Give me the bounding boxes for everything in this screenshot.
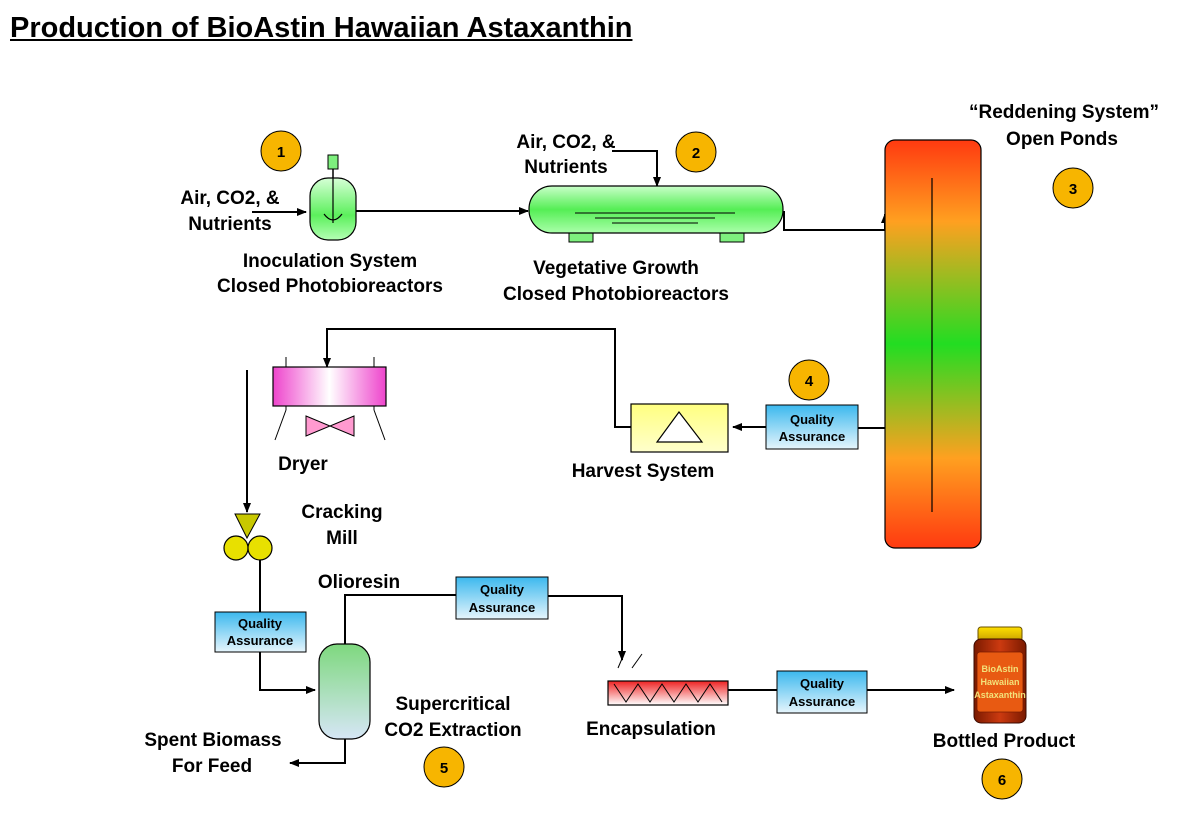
- vegetative-label-line1: Vegetative Growth: [533, 258, 699, 279]
- vegetative-label-line2: Closed Photobioreactors: [503, 284, 729, 305]
- extraction-label-line1: Supercritical: [395, 694, 510, 715]
- inoculation-label-line1: Inoculation System: [243, 251, 417, 272]
- line-extraction-oleoresin: [344, 594, 456, 644]
- arrow-qa-to-encapsulation: [548, 595, 626, 661]
- arrow-harvest-to-dryer: [323, 328, 631, 428]
- bottle-label-line3: Astaxanthin: [974, 690, 1026, 700]
- vegetative-input-line2: Nutrients: [524, 157, 607, 178]
- step-badge-4: 4: [788, 359, 830, 401]
- page-title: Production of BioAstin Hawaiian Astaxant…: [10, 12, 633, 44]
- qa-label-line2: Assurance: [779, 429, 845, 444]
- step-badge-6: 6: [981, 758, 1023, 800]
- qa-label-line1: Quality: [238, 616, 283, 631]
- qa-label-line1: Quality: [480, 582, 525, 597]
- step-badge-1: 1: [260, 130, 302, 172]
- reddening-label-line1: “Reddening System”: [969, 102, 1159, 123]
- dryer-label: Dryer: [278, 454, 328, 475]
- cracking-mill-label-line1: Cracking: [301, 502, 382, 523]
- arrow-vegetative-to-ponds: [782, 211, 889, 231]
- bottle-label-line1: BioAstin: [982, 664, 1019, 674]
- step-badge-3: 3: [1052, 167, 1094, 209]
- encapsulation-label: Encapsulation: [586, 719, 716, 740]
- qa-label-line2: Assurance: [227, 633, 293, 648]
- spent-biomass-label-line1: Spent Biomass: [144, 730, 281, 751]
- input-arrow-vegetative: [612, 150, 661, 187]
- qa-box-harvest: Quality Assurance: [765, 404, 859, 450]
- inoculation-reactor: [309, 154, 357, 241]
- qa-label-line2: Assurance: [789, 694, 855, 709]
- qa-box-encapsulation: Quality Assurance: [776, 670, 868, 714]
- arrow-qa-to-extraction: [259, 651, 316, 694]
- qa-label-line1: Quality: [800, 676, 845, 691]
- svg-text:5: 5: [440, 760, 448, 777]
- qa-label-line2: Assurance: [469, 600, 535, 615]
- encapsulation-screw: [607, 653, 729, 706]
- svg-text:3: 3: [1069, 181, 1077, 198]
- extraction-vessel: [318, 643, 371, 740]
- inoculation-input-line1: Air, CO2, &: [180, 188, 280, 209]
- vegetative-input-line1: Air, CO2, &: [516, 132, 616, 153]
- flow-lines: [243, 150, 955, 767]
- step-badge-2: 2: [675, 131, 717, 173]
- svg-text:6: 6: [998, 772, 1006, 789]
- svg-text:4: 4: [805, 373, 814, 390]
- step-badge-5: 5: [423, 746, 465, 788]
- vegetative-tank: [528, 185, 784, 243]
- harvest-system: [630, 403, 729, 453]
- reddening-label-line2: Open Ponds: [1006, 129, 1118, 150]
- qa-label-line1: Quality: [790, 412, 835, 427]
- product-bottle-image: BioAstin Hawaiian Astaxanthin: [973, 626, 1027, 724]
- bottle-label-line2: Hawaiian: [980, 677, 1019, 687]
- harvest-label: Harvest System: [572, 461, 715, 482]
- svg-text:1: 1: [277, 144, 285, 161]
- inoculation-input-line2: Nutrients: [188, 214, 271, 235]
- qa-box-oleoresin: Quality Assurance: [455, 576, 549, 620]
- spent-biomass-label-line2: For Feed: [172, 756, 252, 777]
- dryer: [272, 357, 387, 441]
- cracking-mill: [223, 513, 273, 561]
- arrow-spent-biomass: [289, 738, 346, 767]
- inoculation-label-line2: Closed Photobioreactors: [217, 276, 443, 297]
- extraction-label-line2: CO2 Extraction: [384, 720, 521, 741]
- svg-text:2: 2: [692, 145, 700, 162]
- reddening-pond: [884, 139, 982, 549]
- bottled-product-label: Bottled Product: [933, 731, 1076, 752]
- qa-box-mill: Quality Assurance: [214, 611, 307, 653]
- oleoresin-label: Olioresin: [318, 572, 400, 593]
- cracking-mill-label-line2: Mill: [326, 528, 358, 549]
